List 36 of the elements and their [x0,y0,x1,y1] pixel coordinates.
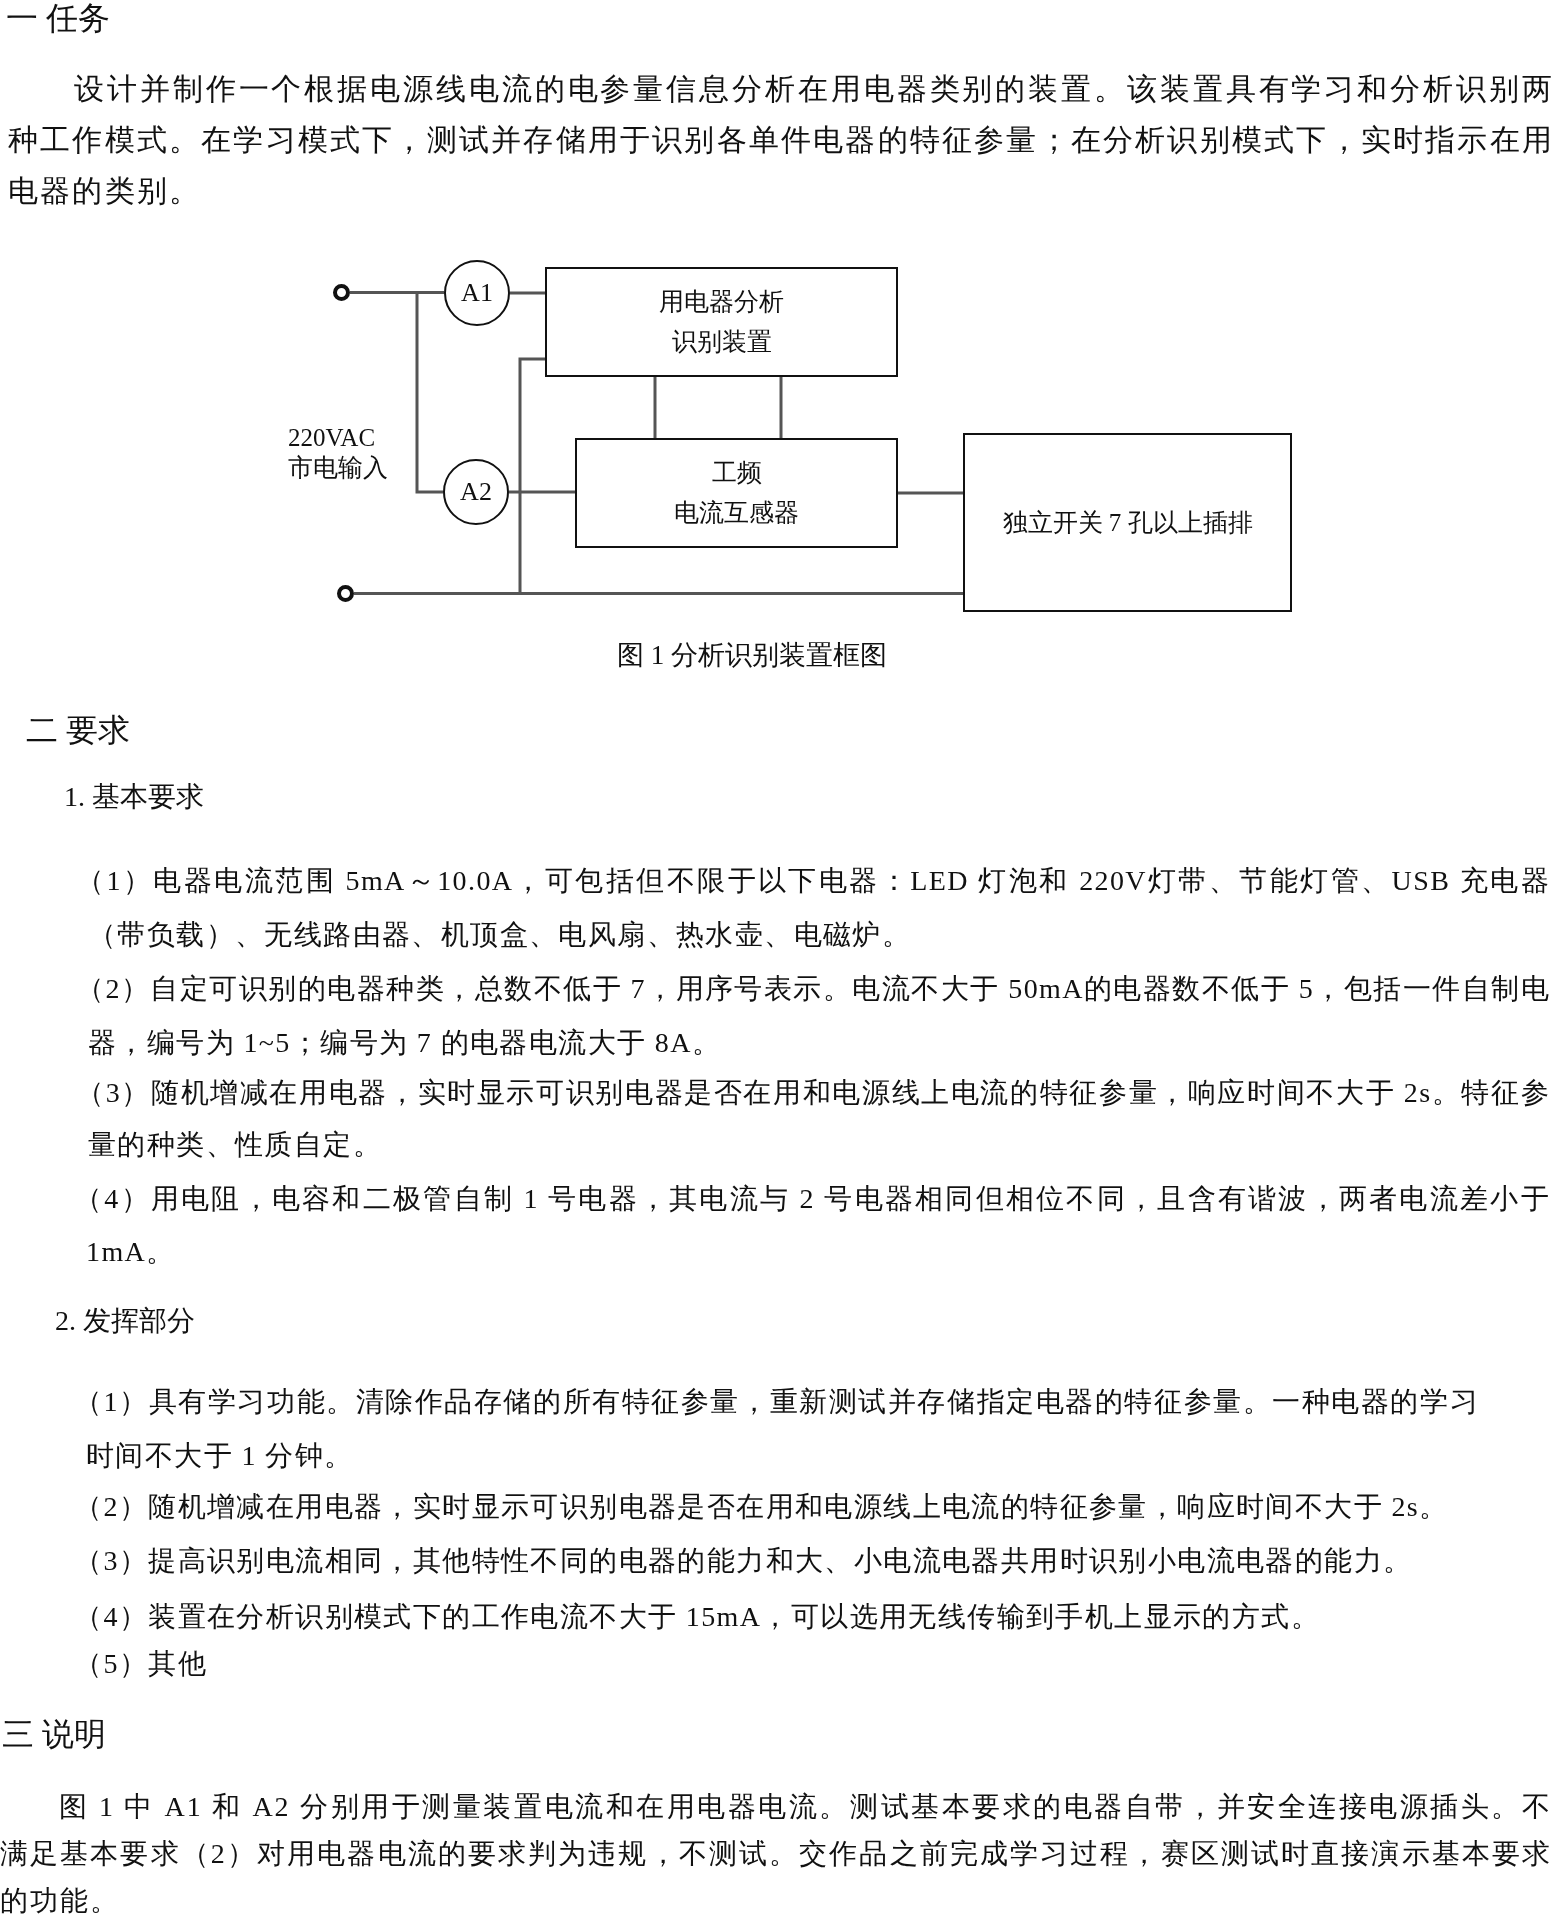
wire [354,357,545,595]
subsection-heading: 2. 发挥部分 [55,1304,196,1338]
paragraph: 设计并制作一个根据电源线电流的电参量信息分析在用电器类别的装置。该装置具有学习和分析识别两种工作模式。在学习模式下，测试并存储用于识别各单件电器的特征参量；在分析识别模式下，实时指示在用电器的类别。 [8,70,1554,209]
paragraph: 图 1 中 A1 和 A2 分别用于测量装置电流和在用电器电流。测试基本要求的电器自带，并安全连接电源插头。不满足基本要求（2）对用电器电流的要求判为违规，不测试。交作品之前完成学习过程，赛区测试时直接演示基本要求的功能。 [0,1789,1552,1918]
requirement-item: （1）具有学习功能。清除作品存储的所有特征参量，重新测试并存储指定电器的特征参量。一种电器的学习时间不大于 1 分钟。 [74,1385,1479,1473]
wire [898,491,963,495]
wire [350,291,443,494]
block-box [545,267,898,377]
requirement-item: （1）电器电流范围 5mA～10.0A，可包括但不限于以下电器：LED 灯泡和 220V灯带、节能灯管、USB 充电器（带负载）、无线路由器、机顶盒、电风扇、热水壶、电磁炉。 [76,864,1550,952]
requirement-item: （2）随机增减在用电器，实时显示可识别电器是否在用和电源线上电流的特征参量，响应时间不大于 2s。 [74,1490,1450,1524]
block-label: 工频 [711,458,762,488]
requirement-item: （3）提高识别电流相同，其他特性不同的电器的能力和大、小电流电器共用时识别小电流电器的能力。 [74,1544,1414,1578]
requirement-item: （5）其他 [74,1647,208,1681]
section-heading: 二 要求 [26,711,131,750]
section-heading: 一 任务 [6,0,111,38]
requirement-item: （2）自定可识别的电器种类，总数不低于 7，用序号表示。电流不大于 50mA的电器数不低于 5，包括一件自制电器，编号为 1~5；编号为 7 的电器电流大于 8A。 [76,972,1550,1060]
wire [509,490,575,494]
block-box [963,433,1292,612]
terminal-circle [333,284,350,301]
section-heading: 三 说明 [2,1715,107,1754]
figure-caption: 图 1 分析识别装置框图 [616,639,888,672]
block-label: 用电器分析识别装置 [658,287,785,357]
requirement-item: （4）装置在分析识别模式下的工作电流不大于 15mA，可以选用无线传输到手机上显示的方式。 [74,1600,1321,1634]
terminal-circle [337,585,354,602]
block-label: A2 [460,477,492,507]
subsection-heading: 1. 基本要求 [64,780,205,814]
requirement-item: （3）随机增减在用电器，实时显示可识别电器是否在用和电源线上电流的特征参量，响应时间不大于 2s。特征参量的种类、性质自定。 [76,1076,1550,1162]
requirement-item: （4）用电阻，电容和二极管自制 1 号电器，其电流与 2 号电器相同但相位不同，且含有谐波，两者电流差小于 1mA。 [74,1181,1550,1269]
wire [653,377,657,438]
voltage-label: 220VAC 市电输入 [288,423,389,483]
block-label: 电流互感器 [674,498,799,528]
wire [510,291,545,295]
block-box [575,438,898,548]
block-label: 独立开关 7 孔以上插排 [1002,507,1253,538]
wire [779,377,783,438]
block-label: A1 [461,278,493,308]
